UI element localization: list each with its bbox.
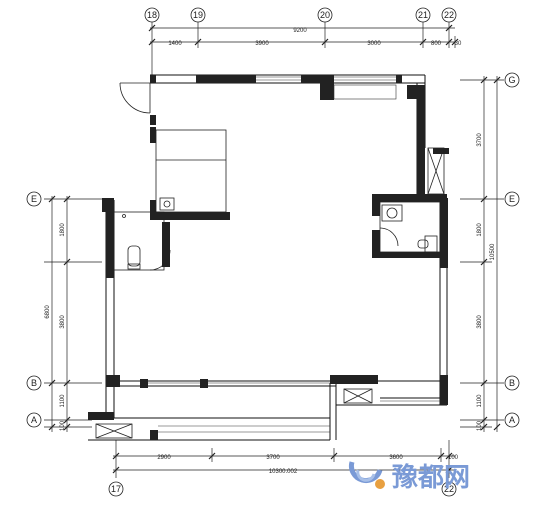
left-axis-bubbles	[26, 191, 42, 428]
left-dim-4: 100	[60, 420, 66, 431]
top-dim-4: 800	[431, 41, 442, 47]
top-total-dim: 9200	[293, 28, 307, 34]
bottom-dimension-ticks	[112, 452, 453, 474]
left-dimension-chain	[44, 196, 102, 432]
left-dim-2: 3800	[60, 315, 66, 329]
bottom-dimension-chain	[113, 440, 455, 478]
top-axis-bubbles	[144, 7, 457, 23]
axis-bubble-21: 21	[418, 10, 428, 20]
left-dim-1: 1800	[60, 223, 66, 237]
axis-bubble-19: 19	[193, 10, 203, 20]
axis-bubble-b-left: B	[31, 378, 37, 388]
axis-bubble-22-bottom: 22	[444, 484, 454, 494]
left-dim-3: 1100	[60, 394, 66, 408]
axis-bubble-e-left: E	[31, 194, 37, 204]
right-total-dim: 10500	[490, 243, 496, 260]
right-dim-1: 3700	[477, 133, 483, 147]
right-dim-2: 1800	[477, 223, 483, 237]
right-dim-5: 100	[477, 420, 483, 431]
top-dim-5: 30	[455, 41, 462, 47]
top-dimension-ticks	[148, 24, 459, 46]
axis-bubble-a-left: A	[31, 415, 37, 425]
windows	[148, 76, 440, 433]
axis-bubble-22-top: 22	[444, 10, 454, 20]
bottom-axis-bubbles	[108, 481, 457, 497]
axis-bubble-a-right: A	[509, 415, 515, 425]
axis-bubble-17: 17	[111, 484, 121, 494]
axis-bubble-20: 20	[320, 10, 330, 20]
right-axis-bubbles	[504, 72, 520, 428]
top-dim-3: 3000	[367, 41, 381, 47]
left-total-dim: 6800	[45, 305, 51, 319]
yudu-logo	[348, 461, 385, 489]
axis-bubble-g-right: G	[508, 75, 515, 85]
entrance-door	[119, 82, 151, 114]
bottom-dim-2: 3700	[266, 455, 280, 461]
axis-bubble-e-right: E	[509, 194, 515, 204]
axis-bubble-b-right: B	[509, 378, 515, 388]
top-dim-1: 1400	[168, 41, 182, 47]
wall-fills	[88, 75, 449, 440]
top-dim-2: 3900	[255, 41, 269, 47]
bottom-dim-3: 3600	[389, 455, 403, 461]
kitchen-area	[155, 129, 227, 213]
left-bathroom	[113, 211, 171, 271]
watermark-text: 豫都网	[392, 463, 470, 493]
right-dimension-chain	[460, 76, 504, 432]
axis-bubble-18: 18	[147, 10, 157, 20]
top-dimension-chain	[150, 22, 456, 75]
left-dimension-ticks	[48, 195, 71, 431]
bottom-dim-4: 100	[448, 455, 459, 461]
right-dim-3: 3800	[477, 315, 483, 329]
right-dimension-ticks	[480, 76, 501, 431]
right-dim-4: 1100	[477, 394, 483, 408]
bottom-dim-1: 2900	[157, 455, 171, 461]
bottom-total-dim: 10300.002	[269, 469, 298, 475]
right-bathroom	[379, 201, 441, 253]
balcony-storage	[95, 147, 445, 439]
